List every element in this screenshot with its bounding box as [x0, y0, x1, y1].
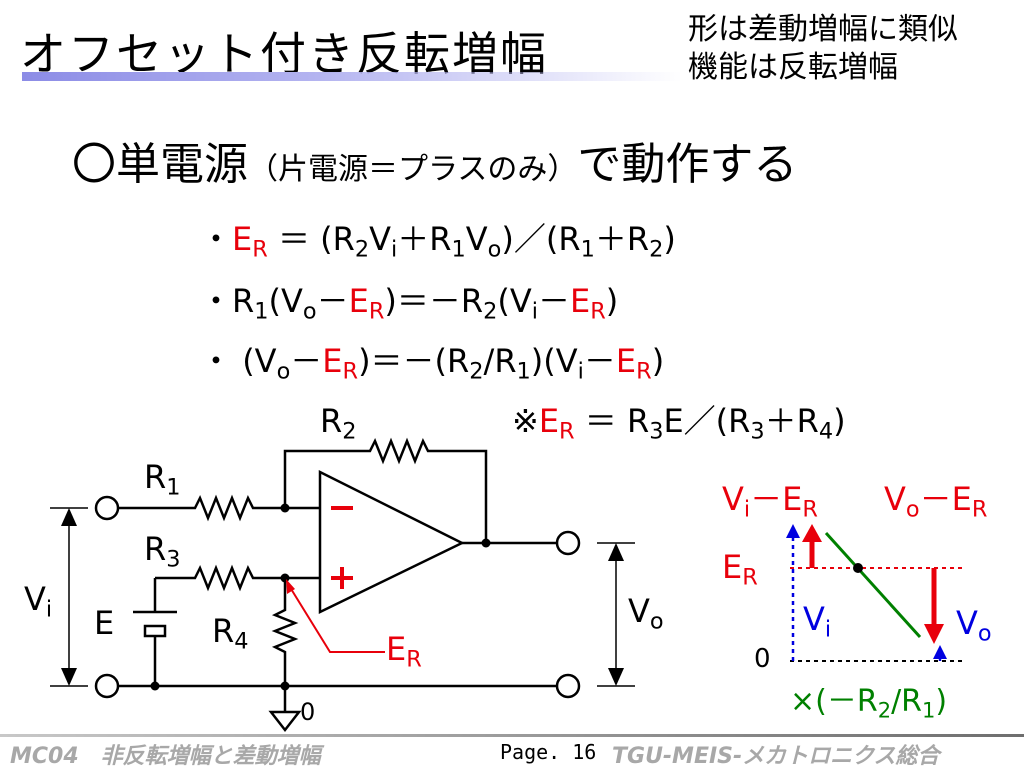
equation-4: ※ER ＝ R3E／(R3＋R4) — [512, 402, 846, 445]
er-symbol: ER — [538, 402, 575, 445]
r3-resistor — [155, 564, 320, 592]
input-terminal-bottom — [94, 673, 120, 699]
footer-course: MC04 非反転増幅と差動増幅 — [10, 744, 321, 769]
graph-label-er: ER — [722, 548, 758, 591]
r4-resistor — [271, 578, 299, 686]
subtitle-paren: （片電源＝プラスのみ） — [248, 152, 578, 187]
bullet: ・ — [200, 220, 233, 258]
footer-org: TGU-MEIS-メカトロニクス総合 — [612, 744, 940, 769]
title-underline — [22, 72, 682, 81]
er-symbol: ER — [348, 282, 385, 325]
subtitle-main: 〇単電源 — [72, 139, 248, 190]
op-amp — [318, 469, 465, 614]
label-r3: R3 — [144, 530, 181, 573]
label-vi: Vi — [24, 580, 53, 623]
note-line-1: 形は差動増幅に類似 — [688, 12, 958, 47]
label-e: E — [94, 604, 115, 642]
note-line-2: 機能は反転増幅 — [688, 50, 898, 85]
graph-label-gain: ×(－R2/R1) — [790, 684, 948, 723]
equation-2: ・R1(Vo－ER)＝－R2(Vi－ER) — [200, 282, 619, 325]
er-symbol: ER — [569, 282, 606, 325]
label-r1: R1 — [144, 458, 181, 501]
graph-label-vo-er: Vo－ER — [884, 480, 988, 523]
battery-short — [143, 624, 167, 638]
subtitle: 〇単電源（片電源＝プラスのみ）で動作する — [72, 128, 797, 192]
graph-label-vi: Vi — [803, 600, 832, 643]
label-vo: Vo — [628, 592, 664, 635]
label-er: ER — [386, 630, 422, 673]
label-r4: R4 — [212, 612, 249, 655]
page-number: Page. 16 — [500, 740, 597, 764]
input-terminal-top — [94, 495, 120, 521]
footer-divider — [0, 734, 1024, 737]
label-r2: R2 — [320, 402, 357, 445]
graph-label-vi-er: Vi－ER — [722, 480, 818, 523]
equation-1: ・ER ＝ (R2Vi＋R1Vo)／(R1＋R2) — [200, 220, 676, 263]
label-ground-zero: 0 — [300, 698, 316, 726]
graph-label-vo: Vo — [956, 604, 992, 647]
ground-symbol — [268, 710, 302, 733]
r1-resistor — [118, 494, 285, 522]
subtitle-tail: で動作する — [577, 139, 798, 190]
transfer-graph — [786, 524, 965, 662]
er-symbol: ER — [232, 220, 268, 263]
r2-resistor — [283, 437, 488, 543]
er-symbol: ER — [615, 342, 652, 385]
er-symbol: ER — [322, 342, 359, 385]
output-terminal-bottom — [555, 673, 581, 699]
equation-3: ・ (Vo－ER)＝－(R2/R1)(Vi－ER) — [200, 342, 665, 385]
output-terminal-top — [555, 530, 581, 556]
graph-label-zero: 0 — [754, 644, 771, 674]
